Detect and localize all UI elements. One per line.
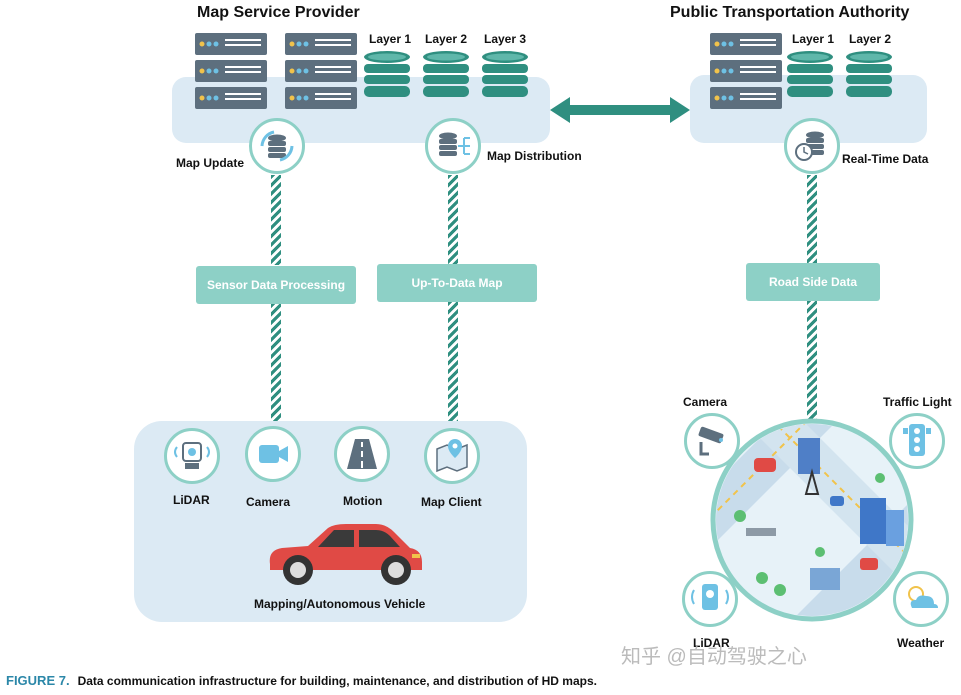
layer-label: Layer 3 [484, 32, 527, 46]
connector-line [807, 175, 817, 263]
database-icon [787, 51, 833, 97]
map-distribution-label: Map Distribution [487, 149, 582, 163]
sensor-processing-box: Sensor Data Processing [196, 266, 356, 304]
roadside-lidar-label: LiDAR [693, 636, 730, 650]
connector-line [448, 175, 458, 264]
connector-line [271, 304, 281, 422]
road-icon [347, 439, 377, 469]
server-icon [195, 33, 267, 109]
lidar-icon [691, 584, 729, 610]
roadside-weather-label: Weather [897, 636, 945, 650]
database-clock-icon [795, 131, 824, 161]
motion-label: Motion [343, 494, 383, 508]
up-to-data-map-box: Up-To-Data Map [377, 264, 537, 302]
database-icon [482, 51, 528, 97]
watermark: 知乎 @自动驾驶之心 [621, 646, 807, 668]
vehicle-label: Mapping/Autonomous Vehicle [254, 597, 426, 611]
figure-number: FIGURE 7. [6, 673, 70, 688]
map-client-node [424, 428, 480, 484]
server-icon [710, 33, 782, 109]
server-icon [285, 33, 357, 109]
database-sync-icon [260, 130, 294, 162]
map-distribution-node [425, 118, 481, 174]
figure-caption: FIGURE 7. Data communication infrastructu… [6, 673, 597, 688]
database-icon [846, 51, 892, 97]
roadside-camera-node [684, 413, 740, 469]
public-transport-title: Public Transportation Authority [670, 4, 910, 21]
map-update-node [249, 118, 305, 174]
lidar-label: LiDAR [173, 493, 210, 507]
map-update-label: Map Update [176, 156, 245, 170]
layer-label: Layer 2 [425, 32, 468, 46]
caption-text: Data communication infrastructure for bu… [77, 674, 597, 688]
connector-line [807, 301, 817, 420]
real-time-data-label: Real-Time Data [842, 152, 929, 166]
map-pin-icon [436, 439, 468, 473]
connector-line [271, 175, 281, 265]
camera-icon [259, 445, 288, 463]
layer-label: Layer 2 [849, 32, 892, 46]
layer-label: Layer 1 [369, 32, 412, 46]
car-icon [269, 524, 422, 585]
camera-label: Camera [246, 495, 291, 509]
database-icon [423, 51, 469, 97]
map-client-label: Map Client [421, 495, 482, 509]
connector-line [448, 302, 458, 422]
camera-sensor-node [245, 426, 301, 482]
traffic-light-icon [903, 424, 931, 456]
roadside-weather-node [893, 571, 949, 627]
map-service-provider-title: Map Service Provider [197, 4, 360, 21]
road-side-data-box: Road Side Data [746, 263, 880, 301]
roadside-traffic-light-label: Traffic Light [883, 395, 952, 409]
lidar-sensor-node [164, 428, 220, 484]
lidar-icon [174, 442, 210, 469]
motion-sensor-node [334, 426, 390, 482]
real-time-data-node [784, 118, 840, 174]
layer-label: Layer 1 [792, 32, 835, 46]
weather-icon [908, 586, 938, 608]
roadside-lidar-node [682, 571, 738, 627]
roadside-camera-label: Camera [683, 395, 728, 409]
database-icon [364, 51, 410, 97]
cctv-camera-icon [698, 426, 724, 456]
roadside-traffic-light-node [889, 413, 945, 469]
city-icon [710, 418, 914, 622]
double-arrow-icon [550, 97, 690, 123]
database-share-icon [439, 132, 470, 156]
